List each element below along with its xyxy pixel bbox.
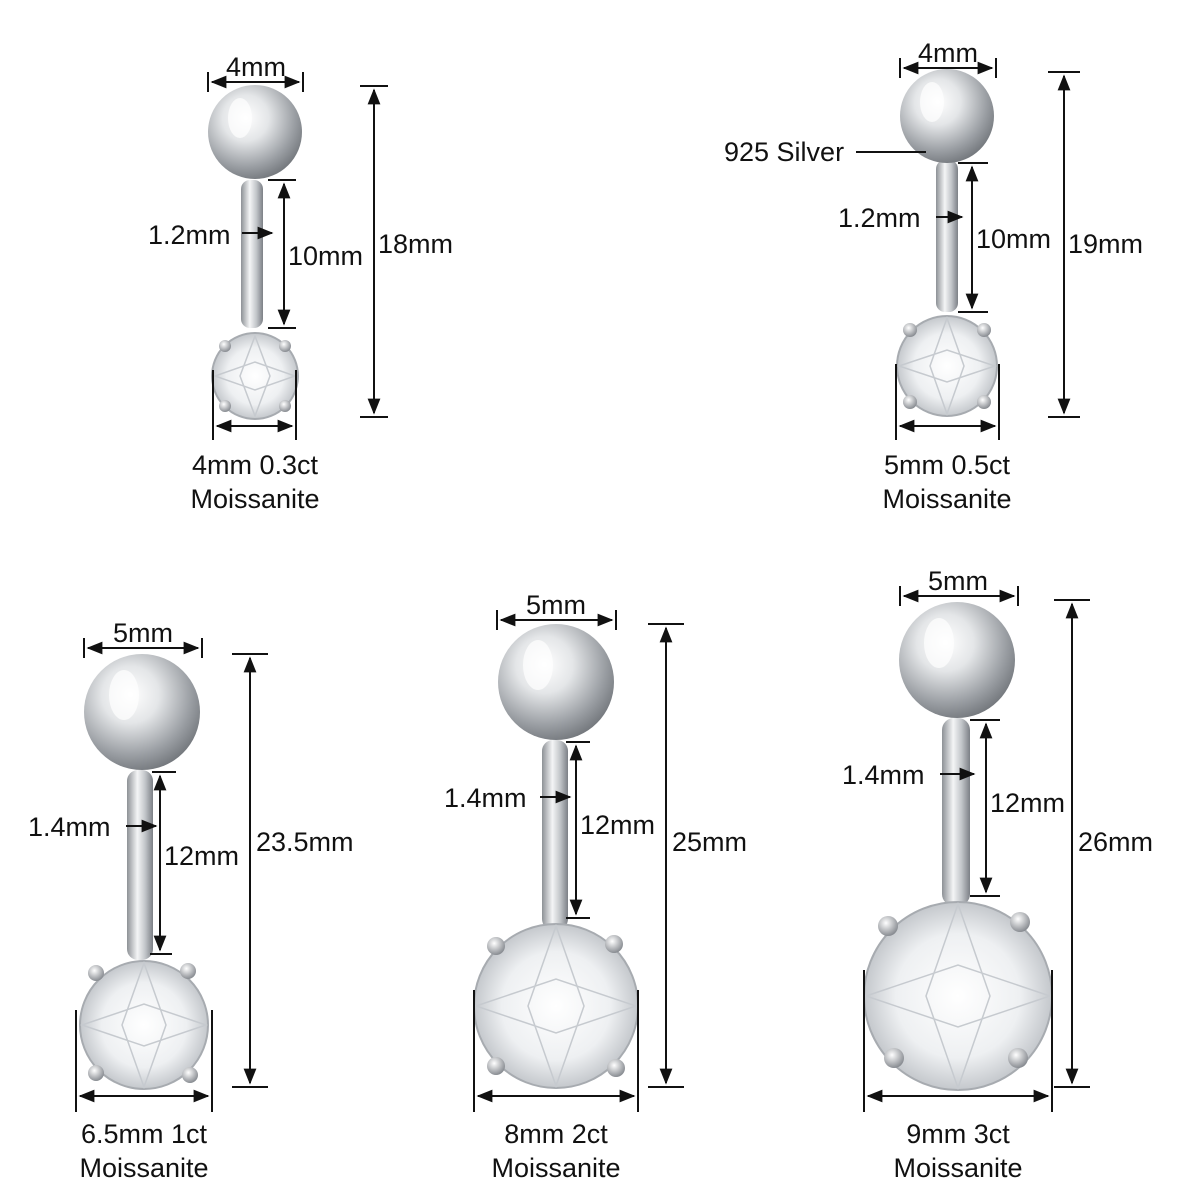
- gem-type-label: Moissanite: [79, 1153, 208, 1183]
- dimension-lines: [75, 638, 268, 1112]
- ball: [900, 69, 994, 163]
- piercing-item-5: 5mm 1.4mm 12mm 26mm 9mm 3ct Moissanite: [842, 566, 1153, 1183]
- bar: [942, 718, 970, 906]
- gem-size-label: 6.5mm 1ct: [81, 1119, 208, 1149]
- bar: [127, 770, 153, 960]
- jewelry-illustration: [473, 624, 639, 1089]
- bar: [241, 180, 263, 328]
- bar: [542, 740, 568, 930]
- gem-size-label: 9mm 3ct: [906, 1119, 1010, 1149]
- ball: [899, 602, 1015, 718]
- ball: [498, 624, 614, 740]
- piercing-item-3: 5mm 1.4mm 12mm 23.5mm 6.5mm 1ct Moissani…: [28, 618, 354, 1183]
- material-label: 925 Silver: [724, 137, 844, 167]
- bar-length-label: 12mm: [580, 810, 655, 840]
- ball-diameter-label: 5mm: [526, 590, 586, 620]
- jewelry-illustration: [208, 85, 302, 420]
- ball-diameter-label: 4mm: [918, 38, 978, 68]
- total-length-label: 23.5mm: [256, 827, 354, 857]
- jewelry-illustration: [79, 654, 209, 1090]
- bar-gauge-label: 1.2mm: [148, 220, 231, 250]
- gem-type-label: Moissanite: [893, 1153, 1022, 1183]
- dimension-lines: [207, 72, 388, 440]
- ball-diameter-label: 5mm: [113, 618, 173, 648]
- bar-length-label: 10mm: [976, 224, 1051, 254]
- dimension-lines: [856, 58, 1080, 440]
- gem-size-label: 8mm 2ct: [504, 1119, 608, 1149]
- gem-type-label: Moissanite: [190, 484, 319, 514]
- piercing-item-1: 4mm 1.2mm 10mm 18mm 4mm 0.3ct Moissanite: [148, 52, 453, 514]
- total-length-label: 25mm: [672, 827, 747, 857]
- jewelry-illustration: [863, 602, 1053, 1091]
- total-length-label: 19mm: [1068, 229, 1143, 259]
- bar: [936, 160, 958, 312]
- piercing-item-4: 5mm 1.4mm 12mm 25mm 8mm 2ct Moissanite: [444, 590, 747, 1183]
- total-length-label: 26mm: [1078, 827, 1153, 857]
- ball-diameter-label: 5mm: [928, 566, 988, 596]
- dimension-lines: [473, 610, 684, 1112]
- gem-type-label: Moissanite: [491, 1153, 620, 1183]
- ball-diameter-label: 4mm: [226, 52, 286, 82]
- jewelry-illustration: [896, 69, 998, 417]
- bar-gauge-label: 1.4mm: [444, 783, 527, 813]
- ball: [84, 654, 200, 770]
- gem-type-label: Moissanite: [882, 484, 1011, 514]
- bar-gauge-label: 1.4mm: [28, 812, 111, 842]
- bar-gauge-label: 1.2mm: [838, 203, 921, 233]
- gem-size-label: 4mm 0.3ct: [192, 450, 319, 480]
- piercing-item-2: 4mm 925 Silver 1.2mm 10mm 19mm 5mm 0.5ct…: [724, 38, 1143, 514]
- bar-length-label: 12mm: [990, 788, 1065, 818]
- dimension-lines: [863, 586, 1090, 1112]
- bar-gauge-label: 1.4mm: [842, 760, 925, 790]
- gem-size-label: 5mm 0.5ct: [884, 450, 1011, 480]
- total-length-label: 18mm: [378, 229, 453, 259]
- ball: [208, 85, 302, 179]
- bar-length-label: 12mm: [164, 841, 239, 871]
- bar-length-label: 10mm: [288, 241, 363, 271]
